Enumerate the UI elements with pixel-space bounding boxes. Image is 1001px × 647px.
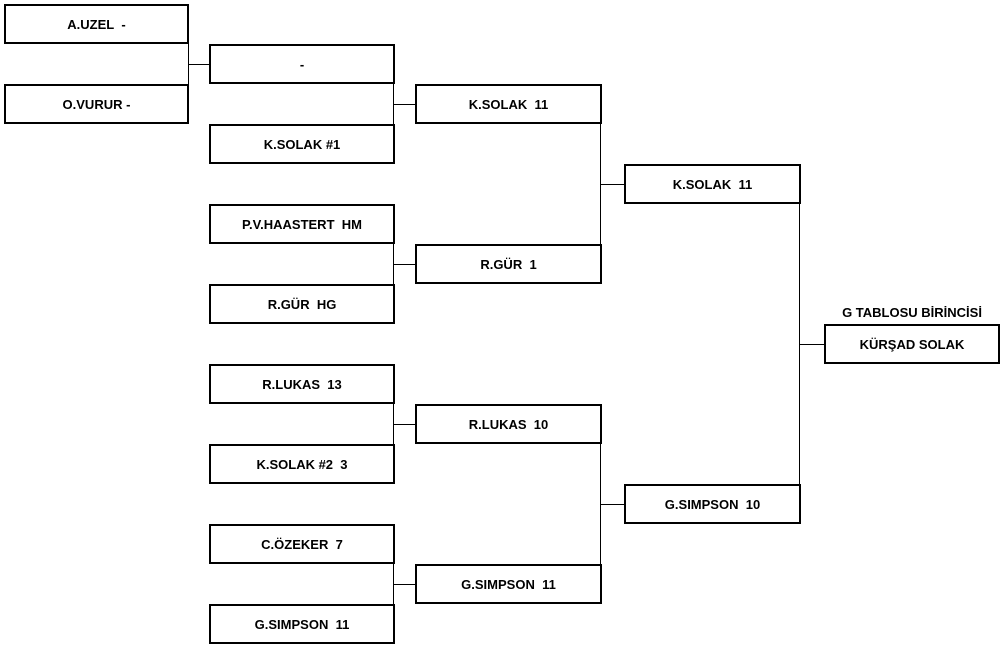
bracket-slot-r2-3: R.LUKAS 10 [415,404,602,444]
connector-line [393,264,415,265]
player-name: G.SIMPSON [254,616,329,632]
bracket-slot-r2-1: K.SOLAK 11 [415,84,602,124]
player-name: K.SOLAK #2 [256,456,334,472]
connector-line [393,104,415,105]
bracket-slot-r1-5: R.LUKAS 13 [209,364,395,404]
player-name: R.GÜR [267,296,310,312]
bracket-slot-r2-2: R.GÜR 1 [415,244,602,284]
player-name: R.LUKAS [262,376,321,392]
bracket-slot-r1-8: G.SIMPSON 11 [209,604,395,644]
player-score: 11 [542,576,556,592]
player-score: 11 [335,616,350,632]
bracket-slot-r1-1: - [209,44,395,84]
player-name: A.UZEL [67,16,115,32]
player-score: - [299,56,305,72]
connector-line [799,344,824,345]
player-score: 10 [533,416,549,432]
bracket-slot-prelim-2: O.VURUR - [4,84,189,124]
player-name: K.SOLAK [672,176,732,192]
connector-line [188,64,209,65]
bracket-slot-r1-3: P.V.HAASTERT HM [209,204,395,244]
player-score: HM [341,216,362,232]
player-score: 13 [327,376,342,392]
bracket-slot-r2-4: G.SIMPSON 11 [415,564,602,604]
player-name: P.V.HAASTERT [242,216,335,232]
player-name: G.SIMPSON [461,576,535,592]
player-score: - [121,16,126,32]
player-name: G.SIMPSON [664,496,739,512]
player-score: 7 [335,536,343,552]
bracket-slot-prelim-1: A.UZEL - [4,4,189,44]
bracket-slot-r3-1: K.SOLAK 11 [624,164,801,204]
bracket-slot-r1-6: K.SOLAK #2 3 [209,444,395,484]
bracket-title: G TABLOSU BİRİNCİSİ [842,305,982,320]
player-score: 3 [340,456,348,472]
player-name: K.SOLAK #1 [263,136,341,152]
connector-line [600,184,624,185]
player-name: R.GÜR [480,256,523,272]
bracket-slot-r3-2: G.SIMPSON 10 [624,484,801,524]
player-score: HG [316,296,337,312]
player-name: K.SOLAK [468,96,528,112]
player-name: O.VURUR [62,96,123,112]
player-score: 10 [745,496,761,512]
player-score: - [126,96,131,112]
champion-name: KÜRŞAD SOLAK [859,336,965,352]
bracket-slot-r1-2: K.SOLAK #1 [209,124,395,164]
connector-line [393,424,415,425]
bracket-slot-r1-4: R.GÜR HG [209,284,395,324]
connector-line [393,584,415,585]
connector-line [600,504,624,505]
player-name: R.LUKAS [468,416,527,432]
champion-slot: KÜRŞAD SOLAK [824,324,1000,364]
player-score: 11 [738,176,753,192]
player-name: C.ÖZEKER [261,536,329,552]
player-score: 11 [534,96,549,112]
player-score: 1 [529,256,537,272]
bracket-slot-r1-7: C.ÖZEKER 7 [209,524,395,564]
